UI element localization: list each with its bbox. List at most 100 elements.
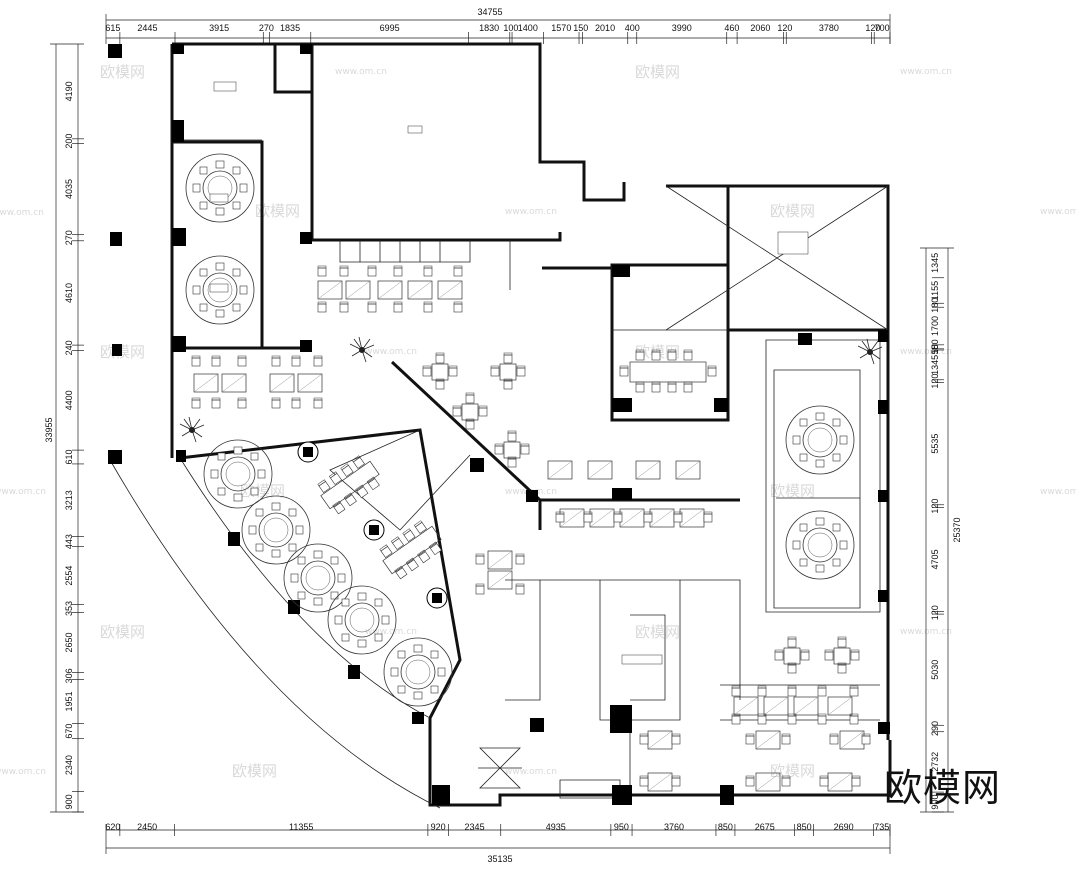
dim-label: 1155: [930, 281, 940, 300]
dim-label: 1830: [479, 23, 499, 33]
dim-label: 2650: [64, 632, 74, 652]
structural-columns: [108, 44, 890, 805]
dim-label: 850: [718, 822, 733, 832]
walls: [170, 42, 892, 807]
dim-label: 4705: [930, 549, 940, 569]
dim-label: 1951: [64, 691, 74, 711]
svg-text:欧模网: 欧模网: [770, 762, 815, 780]
booth-tables: [193, 280, 865, 792]
svg-text:www.om.cn: www.om.cn: [900, 67, 952, 77]
dim-label: 2345: [465, 822, 485, 832]
dim-label: 290: [930, 721, 940, 736]
dim-label: 180: [930, 298, 940, 313]
dim-label: 735: [874, 822, 889, 832]
dim-label: 5030: [930, 660, 940, 680]
dim-label: 2675: [755, 822, 775, 832]
svg-text:欧模网: 欧模网: [770, 202, 815, 220]
dim-label: 3760: [664, 822, 684, 832]
svg-text:欧模网: 欧模网: [232, 762, 277, 780]
dim-label: 100: [503, 23, 518, 33]
dim-label: 850: [797, 822, 812, 832]
potted-plants: [179, 336, 883, 443]
dim-label: 306: [64, 668, 74, 683]
dim-label: 620: [105, 822, 120, 832]
dim-label: 6995: [380, 23, 400, 33]
svg-text:www.om.cn: www.om.cn: [365, 627, 417, 637]
dim-label: 1345: [930, 253, 940, 273]
dim-label: 2690: [834, 822, 854, 832]
dim-label: 3915: [209, 23, 229, 33]
svg-text:欧模网: 欧模网: [240, 482, 285, 500]
dim-label: 4035: [64, 179, 74, 199]
dim-label: 120: [930, 605, 940, 620]
svg-text:欧模网: 欧模网: [255, 202, 300, 220]
overall-dim-right: 25370: [952, 517, 962, 542]
dim-label: 120: [930, 499, 940, 514]
left-dimension-labels: 4190200403527046102404400610321344325543…: [64, 81, 74, 809]
dim-label: 460: [724, 23, 739, 33]
svg-text:欧模网: 欧模网: [635, 63, 680, 81]
dim-label: 950: [614, 822, 629, 832]
dim-label: 120: [777, 23, 792, 33]
svg-text:www.om.cn: www.om.cn: [335, 67, 387, 77]
dim-label: 1835: [280, 23, 300, 33]
dim-label: 180: [930, 339, 940, 354]
dim-label: 3213: [64, 490, 74, 510]
right-dimension-labels: 1345115518017001805513451205535120470512…: [930, 253, 940, 810]
svg-text:www.om.cn: www.om.cn: [1040, 207, 1076, 217]
svg-text:欧模网: 欧模网: [100, 623, 145, 641]
dim-label: 2554: [64, 566, 74, 586]
svg-text:www.om.cn: www.om.cn: [505, 207, 557, 217]
dim-label: 200: [64, 134, 74, 149]
dim-label: 150: [573, 23, 588, 33]
dim-label: 610: [64, 450, 74, 465]
dim-label: 3780: [819, 23, 839, 33]
watermark-layer: 欧模网 www.om.cn 欧模网 www.om.cn www.om.cn 欧模…: [0, 63, 1076, 780]
svg-text:欧模网: 欧模网: [770, 482, 815, 500]
svg-text:www.om.cn: www.om.cn: [0, 487, 46, 497]
dim-label: 270: [259, 23, 274, 33]
dim-label: 11355: [289, 822, 313, 832]
dim-label: 443: [64, 534, 74, 549]
dim-label: 120: [930, 374, 940, 389]
dim-label: 920: [431, 822, 446, 832]
overall-dim-bottom: 35135: [487, 854, 512, 864]
dim-label: 353: [64, 601, 74, 616]
svg-text:www.om.cn: www.om.cn: [0, 767, 46, 777]
table-chairs: [191, 265, 871, 787]
dim-label: 400: [625, 23, 640, 33]
dim-label: 2445: [137, 23, 157, 33]
dim-label: 4610: [64, 283, 74, 303]
dim-label: 240: [64, 340, 74, 355]
brand-logo: 欧模网: [884, 766, 1002, 810]
dim-label: 55: [930, 344, 940, 354]
dim-label: 1345: [930, 355, 940, 375]
dim-label: 1700: [930, 316, 940, 336]
dim-label: 270: [64, 230, 74, 245]
dim-label: 1400: [518, 23, 538, 33]
dim-label: 670: [64, 724, 74, 739]
dim-label: 900: [64, 794, 74, 809]
room-label-plates: [209, 81, 809, 665]
round-tables: [185, 153, 855, 707]
dim-label: 2010: [595, 23, 615, 33]
dim-label: 120: [865, 23, 880, 33]
dim-label: 3990: [672, 23, 692, 33]
svg-text:www.om.cn: www.om.cn: [1040, 487, 1076, 497]
svg-text:www.om.cn: www.om.cn: [365, 347, 417, 357]
dim-label: 2450: [137, 822, 157, 832]
dim-label: 900: [930, 795, 940, 810]
overall-dim-left: 33955: [44, 417, 54, 442]
svg-text:www.om.cn: www.om.cn: [0, 208, 44, 218]
overall-dim-top: 34755: [477, 7, 502, 17]
svg-text:www.om.cn: www.om.cn: [505, 767, 557, 777]
dimension-ticks: [72, 32, 944, 836]
dim-label: 615: [105, 23, 120, 33]
dimension-lines: [50, 14, 954, 854]
banquet-tables: [317, 349, 717, 580]
dim-label: 1570: [551, 23, 571, 33]
dim-label: 5535: [930, 434, 940, 454]
